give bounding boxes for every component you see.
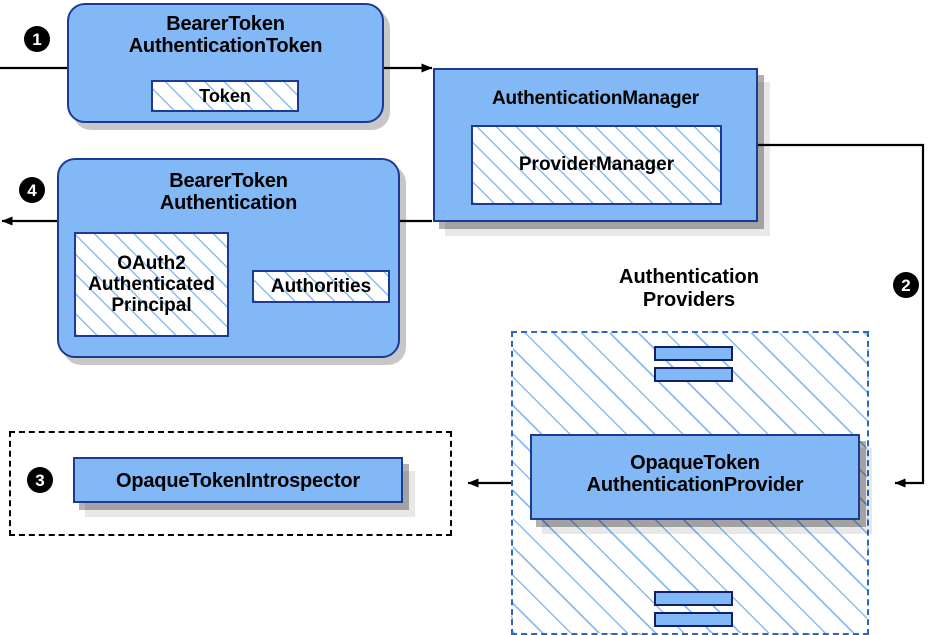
authentication-providers-label: Authentication Providers	[575, 266, 803, 312]
token-label: Token	[199, 85, 251, 106]
opaque-token-introspector-container	[9, 431, 452, 536]
bearer-token-authentication-token-box[interactable]: BearerToken AuthenticationToken Token	[67, 3, 384, 123]
authorities-box[interactable]: Authorities	[252, 270, 390, 303]
opaque-token-introspector-title-text: OpaqueTokenIntrospector	[116, 470, 360, 492]
principal-line-1: OAuth2	[117, 252, 186, 274]
opaque-token-authentication-provider-title: OpaqueToken AuthenticationProvider	[532, 452, 858, 497]
authorities-label: Authorities	[270, 275, 372, 297]
otap-title-line-2: AuthenticationProvider	[586, 474, 804, 497]
step-marker-4: 4	[19, 177, 45, 203]
step-marker-3: 3	[27, 467, 53, 493]
step-marker-4-number: 4	[27, 180, 37, 200]
otap-title-line-1: OpaqueToken	[630, 452, 760, 474]
authentication-manager-box[interactable]: AuthenticationManager ProviderManager	[433, 68, 758, 222]
provider-stub-bottom-lower	[654, 612, 733, 627]
bearer-token-authentication-token-title: BearerToken AuthenticationToken	[69, 13, 382, 58]
authentication-manager-title-text: AuthenticationManager	[492, 88, 699, 109]
provider-manager-inner-box[interactable]: ProviderManager	[471, 125, 722, 205]
bearer-token-authentication-title: BearerToken Authentication	[59, 170, 398, 215]
opaque-token-authentication-provider-box[interactable]: OpaqueToken AuthenticationProvider	[530, 434, 860, 520]
authentication-providers-label-line-2: Providers	[642, 289, 736, 311]
step-marker-2: 2	[893, 272, 919, 298]
btat-title-line-2: AuthenticationToken	[128, 35, 323, 58]
authentication-manager-title: AuthenticationManager	[435, 88, 756, 109]
bta-title-line-1: BearerToken	[169, 170, 288, 192]
opaque-token-introspector-title: OpaqueTokenIntrospector	[75, 470, 401, 492]
manager-to-provider-line	[758, 143, 925, 488]
opaque-token-introspector-box[interactable]: OpaqueTokenIntrospector	[73, 457, 403, 503]
provider-stub-top-upper	[654, 346, 733, 361]
step-marker-1-number: 1	[32, 29, 42, 49]
principal-line-3: Principal	[111, 295, 192, 317]
provider-manager-label: ProviderManager	[518, 154, 675, 176]
token-inner-box[interactable]: Token	[151, 80, 299, 112]
btat-title-line-1: BearerToken	[166, 13, 285, 35]
principal-line-2: Authenticated	[88, 273, 215, 295]
provider-stub-top-lower	[654, 367, 733, 382]
authentication-providers-label-line-1: Authentication	[619, 266, 759, 288]
provider-stub-bottom-upper	[654, 591, 733, 606]
step-marker-1: 1	[24, 26, 50, 52]
step-marker-2-number: 2	[901, 275, 911, 295]
bta-title-line-2: Authentication	[159, 192, 298, 215]
oauth2-authenticated-principal-box[interactable]: OAuth2 Authenticated Principal	[74, 232, 229, 337]
bearer-token-authentication-box[interactable]: BearerToken Authentication OAuth2 Authen…	[57, 158, 400, 358]
step-marker-3-number: 3	[35, 470, 45, 490]
